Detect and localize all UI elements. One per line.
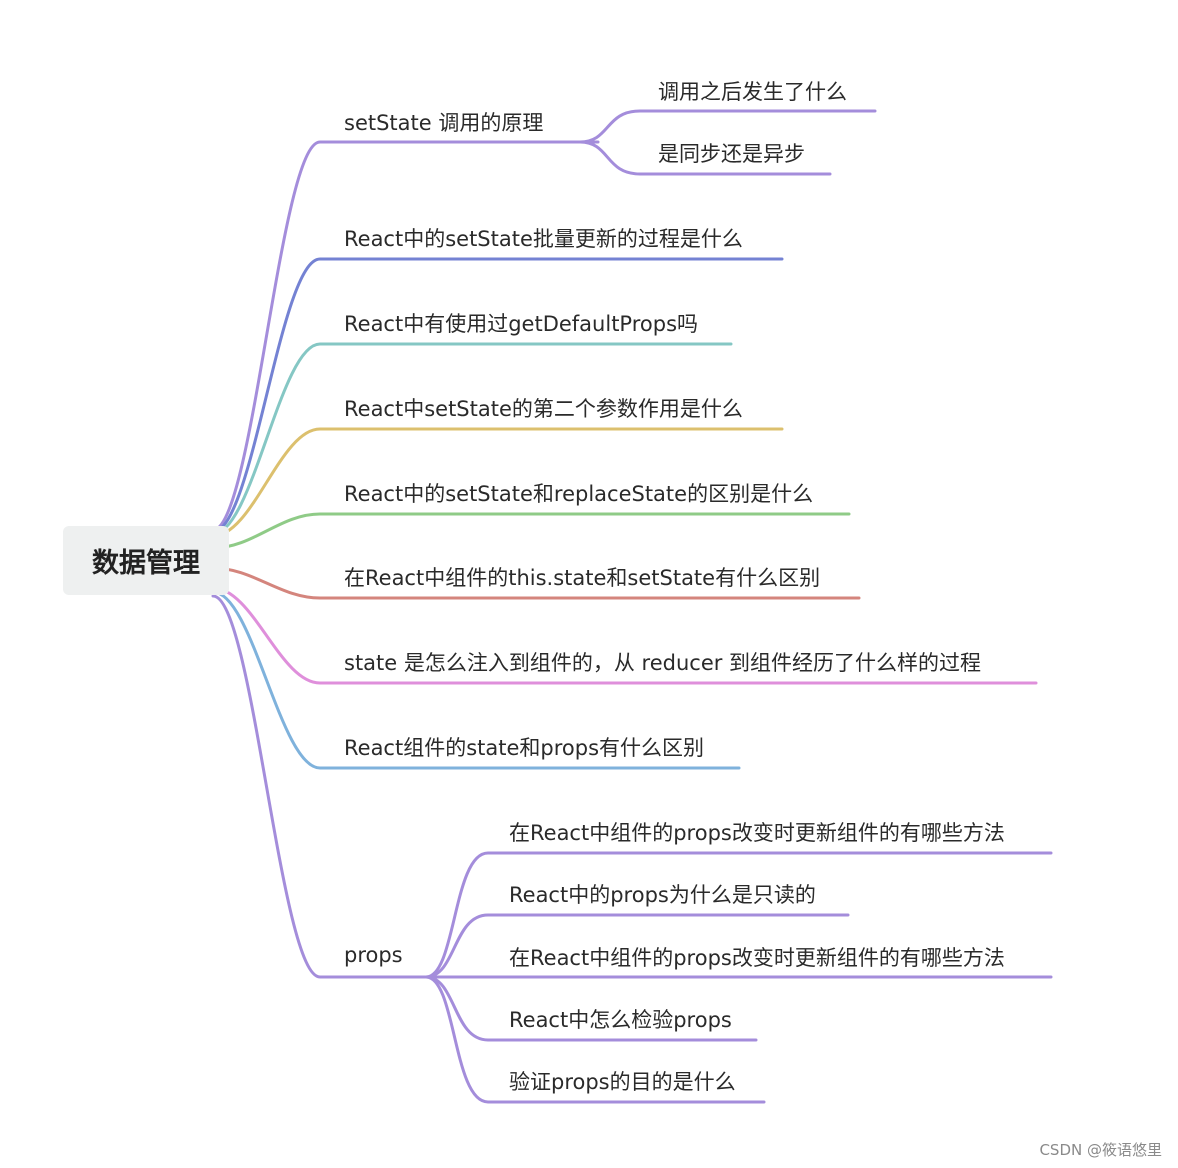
child-label-props-update-methods-2[interactable]: 在React中组件的props改变时更新组件的有哪些方法 (509, 946, 1005, 970)
root-node[interactable]: 数据管理 (63, 526, 229, 595)
child-label-sync-async[interactable]: 是同步还是异步 (658, 142, 805, 166)
connector-branch-7 (211, 590, 741, 770)
root-label: 数据管理 (92, 548, 200, 579)
connector-child-8-3 (424, 975, 758, 1042)
connector-child-0-0 (578, 109, 877, 144)
child-label-props-readonly[interactable]: React中的props为什么是只读的 (509, 883, 816, 907)
child-label-props-validation-purpose[interactable]: 验证props的目的是什么 (509, 1070, 736, 1094)
branch-label-batch-update[interactable]: React中的setState批量更新的过程是什么 (344, 227, 743, 251)
connector-child-8-0 (424, 851, 1053, 979)
watermark: CSDN @筱语悠里 (1039, 1141, 1162, 1159)
connector-branch-0 (211, 140, 600, 532)
branch-label-replacestate[interactable]: React中的setState和replaceState的区别是什么 (344, 482, 814, 506)
child-label-props-validation[interactable]: React中怎么检验props (509, 1008, 732, 1032)
branch-label-props[interactable]: props (344, 943, 403, 967)
child-label-after-call[interactable]: 调用之后发生了什么 (658, 80, 847, 104)
branch-label-this-state[interactable]: 在React中组件的this.state和setState有什么区别 (344, 566, 821, 590)
connector-child-0-1 (578, 140, 832, 176)
child-label-props-update-methods[interactable]: 在React中组件的props改变时更新组件的有哪些方法 (509, 821, 1005, 845)
connector-branch-4 (211, 512, 851, 550)
connector-child-8-4 (424, 975, 766, 1104)
connector-branch-8 (211, 594, 442, 979)
connector-branch-1 (211, 257, 784, 534)
branch-label-getdefaultprops[interactable]: React中有使用过getDefaultProps吗 (344, 312, 699, 336)
branch-label-state-injection[interactable]: state 是怎么注入到组件的，从 reducer 到组件经历了什么样的过程 (344, 651, 982, 675)
connector-branch-2 (211, 342, 733, 536)
connector-branch-6 (211, 586, 1038, 685)
branch-label-setstate-second-param[interactable]: React中setState的第二个参数作用是什么 (344, 397, 743, 421)
branch-label-state-vs-props[interactable]: React组件的state和props有什么区别 (344, 736, 705, 760)
connector-child-8-1 (424, 913, 850, 979)
branch-label-setstate-principle[interactable]: setState 调用的原理 (344, 111, 544, 135)
